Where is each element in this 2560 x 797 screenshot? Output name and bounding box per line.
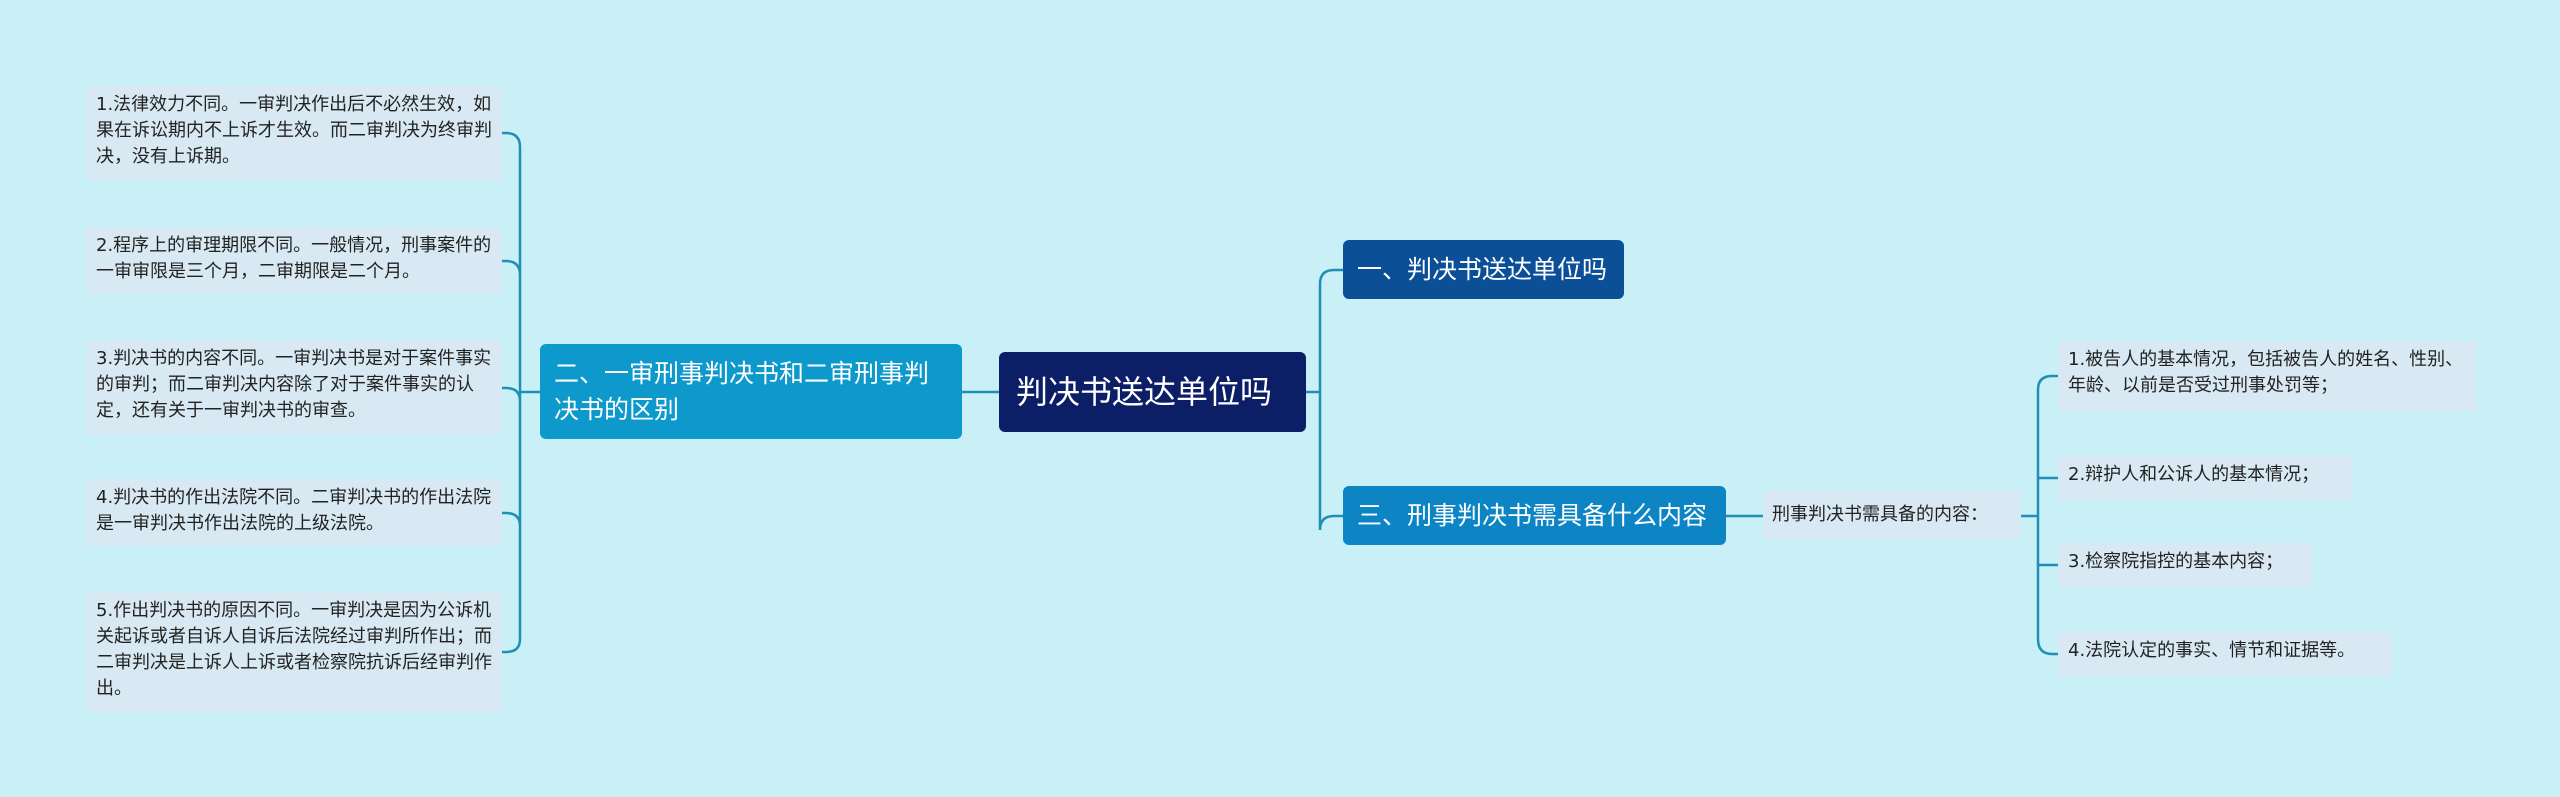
- root-topic[interactable]: 判决书送达单位吗: [999, 352, 1306, 432]
- leaf-topic-left-3[interactable]: 3.判决书的内容不同。一审判决书是对于案件事实的审判；而二审判决内容除了对于案件…: [86, 340, 502, 435]
- connector-root-right: [1306, 268, 1343, 531]
- subtopic-content-requirements[interactable]: 刑事判决书需具备的内容：: [1763, 491, 2021, 539]
- leaf-topic-left-2[interactable]: 2.程序上的审理期限不同。一般情况，刑事案件的一审审限是三个月，二审期限是二个月…: [86, 227, 502, 294]
- connector-left-leaves: [502, 131, 540, 654]
- leaf-topic-left-4[interactable]: 4.判决书的作出法院不同。二审判决书的作出法院是一审判决书作出法院的上级法院。: [86, 479, 502, 546]
- branch-topic-3[interactable]: 三、刑事判决书需具备什么内容: [1343, 486, 1726, 545]
- leaf-topic-left-5[interactable]: 5.作出判决书的原因不同。一审判决是因为公诉机关起诉或者自诉人自诉后法院经过审判…: [86, 592, 502, 712]
- branch-topic-2[interactable]: 二、一审刑事判决书和二审刑事判决书的区别: [540, 344, 962, 439]
- leaf-topic-right-1[interactable]: 1.被告人的基本情况，包括被告人的姓名、性别、年龄、以前是否受过刑事处罚等；: [2058, 341, 2476, 411]
- connector-right-leaves: [2021, 374, 2058, 656]
- leaf-topic-right-2[interactable]: 2.辩护人和公诉人的基本情况；: [2058, 456, 2352, 500]
- branch-topic-1[interactable]: 一、判决书送达单位吗: [1343, 240, 1624, 299]
- leaf-topic-right-4[interactable]: 4.法院认定的事实、情节和证据等。: [2058, 632, 2392, 676]
- leaf-topic-right-3[interactable]: 3.检察院指控的基本内容；: [2058, 543, 2312, 587]
- leaf-topic-left-1[interactable]: 1.法律效力不同。一审判决作出后不必然生效，如果在诉讼期内不上诉才生效。而二审判…: [86, 86, 502, 180]
